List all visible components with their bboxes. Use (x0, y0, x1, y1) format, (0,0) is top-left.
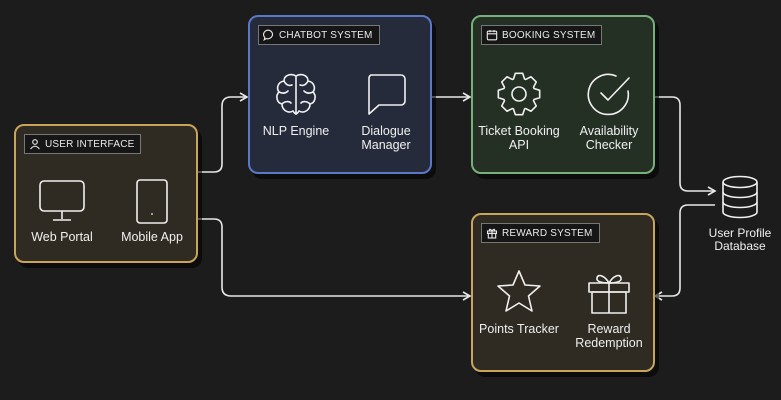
booking-system-title: BOOKING SYSTEM (502, 29, 596, 41)
arrow-database-to-reward (653, 204, 715, 301)
mobile-app-node[interactable]: Mobile App (111, 178, 193, 244)
arrow-ui-to-chatbot (198, 92, 249, 173)
web-portal-node[interactable]: Web Portal (21, 178, 103, 244)
brain-icon (276, 73, 316, 115)
points-tracker-node[interactable]: Points Tracker (478, 268, 560, 336)
chatbot-system-group: CHATBOT SYSTEM NLP Engine Dialogue Manag… (248, 15, 432, 174)
mobile-app-label: Mobile App (121, 230, 183, 244)
gear-icon (497, 72, 541, 116)
user-icon (30, 139, 40, 150)
star-icon (497, 270, 541, 312)
database-label: User Profile Database (708, 226, 772, 253)
chatbot-system-tag: CHATBOT SYSTEM (258, 25, 380, 45)
monitor-icon (39, 180, 85, 221)
availability-checker-label: Availability Checker (579, 124, 639, 152)
chatbot-system-title: CHATBOT SYSTEM (279, 29, 373, 41)
gift-icon (588, 274, 630, 314)
speech-bubble-icon (368, 74, 406, 115)
web-portal-label: Web Portal (31, 230, 93, 244)
nlp-engine-label: NLP Engine (262, 124, 330, 138)
dialogue-manager-node[interactable]: Dialogue Manager (345, 70, 427, 152)
reward-system-group: REWARD SYSTEM Points Tracker Reward Rede… (471, 213, 655, 372)
reward-redemption-label: Reward Redemption (575, 322, 643, 350)
ticket-booking-api-node[interactable]: Ticket Booking API (478, 70, 560, 152)
user-interface-group: USER INTERFACE Web Portal Mobile App (14, 124, 198, 263)
user-profile-database-node[interactable]: User Profile Database (698, 175, 781, 253)
check-circle-icon (587, 73, 630, 116)
smartphone-icon (136, 179, 168, 224)
reward-system-tag: REWARD SYSTEM (481, 223, 600, 243)
points-tracker-label: Points Tracker (479, 322, 559, 336)
chat-bubble-icon (263, 29, 274, 41)
user-interface-tag: USER INTERFACE (24, 134, 142, 154)
reward-system-title: REWARD SYSTEM (502, 227, 593, 239)
arrow-booking-to-database (655, 96, 717, 196)
ticket-booking-api-label: Ticket Booking API (478, 124, 560, 152)
booking-system-tag: BOOKING SYSTEM (481, 25, 603, 45)
calendar-icon (486, 30, 498, 41)
dialogue-manager-label: Dialogue Manager (361, 124, 411, 152)
availability-checker-node[interactable]: Availability Checker (568, 70, 650, 152)
gift-small-icon (486, 228, 498, 239)
booking-system-group: BOOKING SYSTEM Ticket Booking API Availa… (471, 15, 655, 174)
database-icon (722, 175, 758, 219)
arrow-ui-to-reward (198, 218, 472, 301)
user-interface-title: USER INTERFACE (45, 138, 135, 150)
reward-redemption-node[interactable]: Reward Redemption (568, 268, 650, 350)
nlp-engine-node[interactable]: NLP Engine (255, 70, 337, 138)
